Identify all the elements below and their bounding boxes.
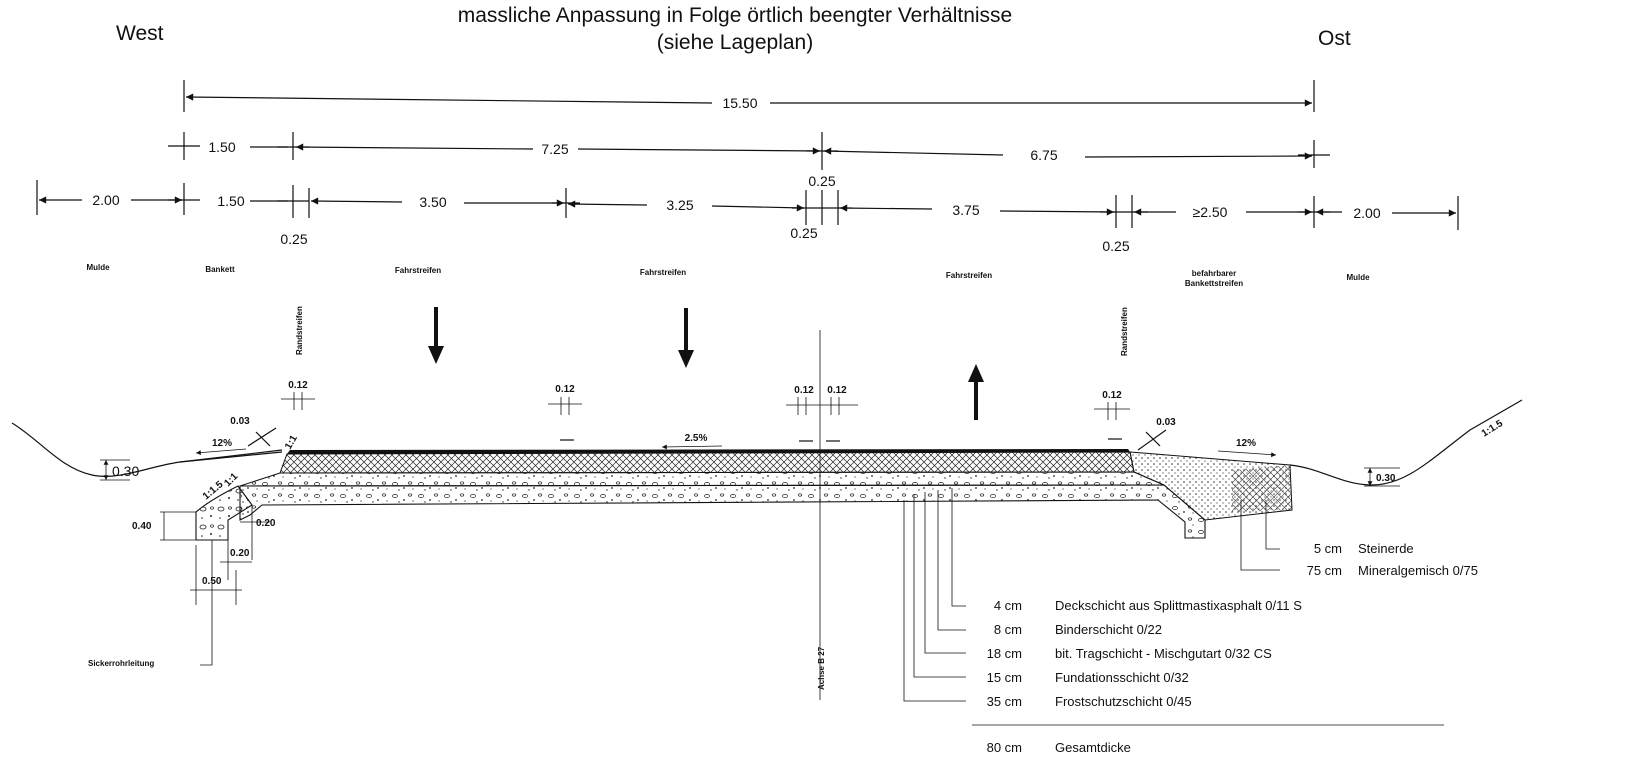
layer-2-name: Binderschicht 0/22 bbox=[1055, 622, 1162, 637]
mark-003-right: 0.03 bbox=[1156, 417, 1176, 428]
dim-ge-2-50: ≥2.50 bbox=[1193, 204, 1228, 220]
layer-4-name: Fundationsschicht 0/32 bbox=[1055, 670, 1189, 685]
mark-012-b: 0.12 bbox=[555, 384, 575, 395]
layer-3-thickness: 18 cm bbox=[987, 646, 1022, 661]
mark-012-a: 0.12 bbox=[288, 380, 308, 391]
right-layer-1-name: Steinerde bbox=[1358, 541, 1414, 556]
offset-b-label: 0.20 bbox=[230, 548, 250, 559]
pavement-structure bbox=[179, 449, 1293, 541]
small-marks: 0.12 0.12 0.12 0.12 0.12 bbox=[281, 380, 1130, 442]
slope-left-label: 12% bbox=[212, 438, 232, 449]
right-layer-2-thickness: 75 cm bbox=[1307, 563, 1342, 578]
label-befahrbar-2: Bankettstreifen bbox=[1185, 279, 1243, 288]
dim-1-50-bottom: 1.50 bbox=[217, 193, 244, 209]
dim-15-50: 15.50 bbox=[722, 95, 757, 111]
mark-012-e: 0.12 bbox=[1102, 390, 1122, 401]
edge-marks: 0.03 0.03 bbox=[230, 416, 1176, 451]
arrow-down-1-icon bbox=[428, 307, 444, 364]
dim-3-50: 3.50 bbox=[419, 194, 446, 210]
mark-012-c: 0.12 bbox=[794, 385, 814, 396]
layer-5-name: Frostschutzschicht 0/45 bbox=[1055, 694, 1192, 709]
drain-dimensions: 0.40 0.20 0.20 0.50 Sickerrohrleitung bbox=[88, 505, 276, 668]
slope-right-label: 12% bbox=[1236, 438, 1256, 449]
title-line-2: (siehe Lageplan) bbox=[657, 31, 813, 54]
label-befahrbar-1: befahrbarer bbox=[1192, 269, 1236, 278]
dim-0-25-d: 0.25 bbox=[1102, 238, 1129, 254]
layer-4-thickness: 15 cm bbox=[987, 670, 1022, 685]
label-bankett: Bankett bbox=[205, 265, 235, 274]
fundation-layer bbox=[239, 471, 1165, 487]
dim-1-50-top: 1.50 bbox=[208, 139, 235, 155]
zone-labels: Mulde Bankett Fahrstreifen Fahrstreifen … bbox=[86, 263, 1370, 356]
layer-1-thickness: 4 cm bbox=[994, 598, 1022, 613]
layer-5-thickness: 35 cm bbox=[987, 694, 1022, 709]
terrain-line bbox=[11, 399, 1523, 486]
slope-mid-label: 2.5% bbox=[685, 433, 708, 444]
axis-label: Achse B 27 bbox=[817, 646, 826, 690]
label-fahrstreifen-1: Fahrstreifen bbox=[395, 266, 441, 275]
layer-legend: 4 cm Deckschicht aus Splittmastixasphalt… bbox=[987, 541, 1478, 755]
mulde-depths: 0.30 0.30 bbox=[100, 459, 1400, 487]
layer-3-name: bit. Tragschicht - Mischgutart 0/32 CS bbox=[1055, 646, 1272, 661]
layer-leaders bbox=[903, 488, 1444, 726]
mulde-depth-right: 0.30 bbox=[1376, 473, 1396, 484]
drain-pipe-label: Sickerrohrleitung bbox=[88, 659, 154, 668]
dim-3-25: 3.25 bbox=[666, 197, 693, 213]
traffic-arrows bbox=[428, 307, 984, 420]
dim-0-25-b: 0.25 bbox=[808, 173, 835, 189]
label-fahrstreifen-2: Fahrstreifen bbox=[640, 268, 686, 277]
tragschicht-layer bbox=[279, 451, 1135, 474]
frostschutz-layer bbox=[239, 484, 1206, 539]
label-randstreifen-right: Randstreifen bbox=[1120, 307, 1129, 356]
total-name: Gesamtdicke bbox=[1055, 740, 1131, 755]
arrow-down-2-icon bbox=[678, 308, 694, 368]
offset-a-label: 0.20 bbox=[256, 518, 276, 529]
label-fahrstreifen-3: Fahrstreifen bbox=[946, 271, 992, 280]
east-label: Ost bbox=[1318, 27, 1351, 50]
dim-0-25-c: 0.25 bbox=[790, 225, 817, 241]
mulde-depth-left: 0.30 bbox=[112, 463, 139, 479]
deckschicht-layer bbox=[287, 449, 1130, 454]
label-randstreifen-left: Randstreifen bbox=[295, 306, 304, 355]
layer-1-name: Deckschicht aus Splittmastixasphalt 0/11… bbox=[1055, 598, 1302, 613]
dim-2-00-left: 2.00 bbox=[92, 192, 119, 208]
title-line-1: massliche Anpassung in Folge örtlich bee… bbox=[458, 4, 1013, 27]
mark-003-left: 0.03 bbox=[230, 416, 250, 427]
dim-2-00-right: 2.00 bbox=[1353, 205, 1380, 221]
mark-012-d: 0.12 bbox=[827, 385, 847, 396]
road-axis: Achse B 27 bbox=[817, 330, 826, 700]
layer-2-thickness: 8 cm bbox=[994, 622, 1022, 637]
drain-height-label: 0.40 bbox=[132, 521, 152, 532]
dim-3-75: 3.75 bbox=[952, 202, 979, 218]
right-layer-2-name: Mineralgemisch 0/75 bbox=[1358, 563, 1478, 578]
total-thickness: 80 cm bbox=[987, 740, 1022, 755]
embank-left-label: 1:1 bbox=[283, 433, 300, 451]
left-drain-body bbox=[195, 485, 253, 541]
dimension-total: 15.50 bbox=[183, 80, 1315, 112]
steinerde-cover bbox=[1232, 465, 1292, 512]
label-mulde-left: Mulde bbox=[86, 263, 110, 272]
west-label: West bbox=[116, 22, 164, 45]
dimension-row-3: 2.00 1.50 3.50 3.25 3.75 ≥2.50 2.00 0.25… bbox=[36, 173, 1459, 254]
arrow-up-icon bbox=[968, 364, 984, 420]
dim-6-75: 6.75 bbox=[1030, 147, 1057, 163]
right-layer-1-thickness: 5 cm bbox=[1314, 541, 1342, 556]
dim-0-25-a: 0.25 bbox=[280, 231, 307, 247]
label-mulde-right: Mulde bbox=[1346, 273, 1370, 282]
dimension-row-2: 1.50 7.25 6.75 bbox=[168, 132, 1330, 170]
embank-right-label: 1:1.5 bbox=[1480, 418, 1506, 440]
dim-7-25: 7.25 bbox=[541, 141, 568, 157]
left-shoulder-line bbox=[179, 449, 283, 463]
